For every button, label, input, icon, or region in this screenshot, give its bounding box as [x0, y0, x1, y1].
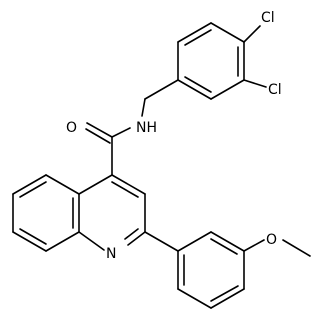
chlorine-label-upper: Cl	[261, 10, 275, 26]
aryl-link-bond	[144, 231, 179, 252]
chloro-bonds	[243, 25, 267, 88]
dichlorophenyl-ring	[177, 22, 245, 100]
amide-linker	[85, 79, 179, 176]
quinoline-pyridine-ring	[78, 174, 146, 251]
quinoline-nitrogen-label: N	[106, 246, 116, 262]
carbonyl-oxygen-label: O	[66, 120, 77, 136]
methoxy-group	[243, 239, 311, 257]
quinoline-benzo-ring	[12, 174, 80, 252]
methoxy-oxygen-label: O	[266, 232, 277, 248]
methoxyphenyl-ring	[177, 231, 245, 309]
amine-nh-label: NH	[136, 120, 157, 136]
chlorine-label-lower: Cl	[268, 82, 282, 98]
